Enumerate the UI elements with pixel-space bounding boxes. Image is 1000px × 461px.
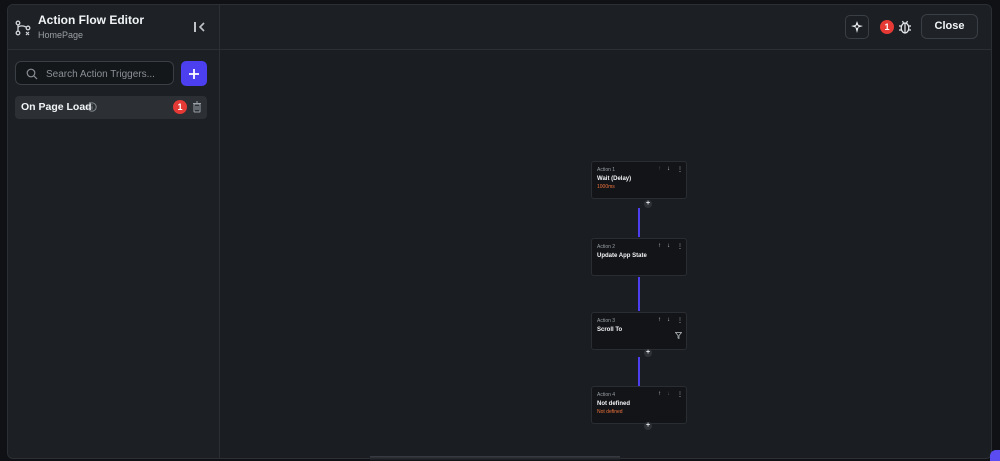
action-subtitle: Not defined xyxy=(597,409,623,415)
add-action-button[interactable]: + xyxy=(644,422,652,430)
action-title: Update App State xyxy=(597,253,647,259)
trigger-item-on-page-load[interactable]: On Page Load 1 xyxy=(15,96,207,119)
arrow-down-icon: ↓ xyxy=(667,391,670,397)
flow-canvas[interactable]: Action 1 ↑ ↓ ⋮ Wait (Delay) 1000ms + Act… xyxy=(220,50,991,458)
add-trigger-button[interactable] xyxy=(181,61,207,86)
error-count-badge[interactable]: 1 xyxy=(880,20,894,34)
arrow-down-icon[interactable]: ↓ xyxy=(667,166,670,172)
action-step-label: Action 4 xyxy=(597,392,616,398)
sidebar: Action Flow Editor HomePage On Page Load xyxy=(8,5,220,458)
action-node-3[interactable]: Action 3 ↑ ↓ ⋮ Scroll To xyxy=(591,312,687,350)
arrow-down-icon[interactable]: ↓ xyxy=(667,317,670,323)
action-node-1[interactable]: Action 1 ↑ ↓ ⋮ Wait (Delay) 1000ms xyxy=(591,161,687,199)
flow-connector xyxy=(638,277,640,311)
more-vertical-icon[interactable]: ⋮ xyxy=(677,244,683,250)
action-node-4[interactable]: Action 4 ↑ ↓ ⋮ Not defined Not defined xyxy=(591,386,687,424)
arrow-up-icon[interactable]: ↑ xyxy=(658,243,661,249)
ai-sparkle-icon xyxy=(851,21,863,33)
collapse-sidebar-icon[interactable] xyxy=(192,19,208,35)
action-subtitle: 1000ms xyxy=(597,184,615,190)
action-step-label: Action 3 xyxy=(597,318,616,324)
topbar: 1 Close xyxy=(220,5,991,50)
action-title: Not defined xyxy=(597,401,630,407)
action-step-label: Action 1 xyxy=(597,167,616,173)
corner-accent xyxy=(990,450,1000,461)
bug-icon[interactable] xyxy=(898,19,912,35)
search-icon xyxy=(26,68,38,80)
more-vertical-icon[interactable]: ⋮ xyxy=(677,318,683,324)
more-vertical-icon[interactable]: ⋮ xyxy=(677,392,683,398)
arrow-down-icon[interactable]: ↓ xyxy=(667,243,670,249)
search-action-triggers[interactable] xyxy=(15,61,174,85)
action-title: Wait (Delay) xyxy=(597,176,632,182)
action-title: Scroll To xyxy=(597,327,623,333)
ai-assistant-button[interactable] xyxy=(845,15,869,39)
trigger-label: On Page Load xyxy=(21,101,92,113)
more-vertical-icon[interactable]: ⋮ xyxy=(677,167,683,173)
arrow-up-icon: ↑ xyxy=(658,166,661,172)
filter-icon xyxy=(675,332,682,339)
add-action-button[interactable]: + xyxy=(644,349,652,357)
action-flow-editor-window: Action Flow Editor HomePage On Page Load xyxy=(7,4,992,459)
action-node-2[interactable]: Action 2 ↑ ↓ ⋮ Update App State xyxy=(591,238,687,276)
plus-icon xyxy=(189,69,199,79)
trigger-error-badge: 1 xyxy=(173,100,187,114)
flow-branch-icon xyxy=(15,20,31,36)
close-button[interactable]: Close xyxy=(921,14,978,39)
page-subtitle: HomePage xyxy=(38,30,84,40)
flow-connector xyxy=(638,357,640,386)
info-icon xyxy=(87,102,97,112)
scroll-indicator xyxy=(370,456,620,461)
page-title: Action Flow Editor xyxy=(38,13,144,27)
search-input[interactable] xyxy=(44,64,173,84)
trash-icon[interactable] xyxy=(192,101,202,113)
arrow-up-icon[interactable]: ↑ xyxy=(658,391,661,397)
flow-connector xyxy=(638,208,640,237)
sidebar-header: Action Flow Editor HomePage xyxy=(8,5,219,50)
add-action-button[interactable]: + xyxy=(644,200,652,208)
arrow-up-icon[interactable]: ↑ xyxy=(658,317,661,323)
action-step-label: Action 2 xyxy=(597,244,616,250)
